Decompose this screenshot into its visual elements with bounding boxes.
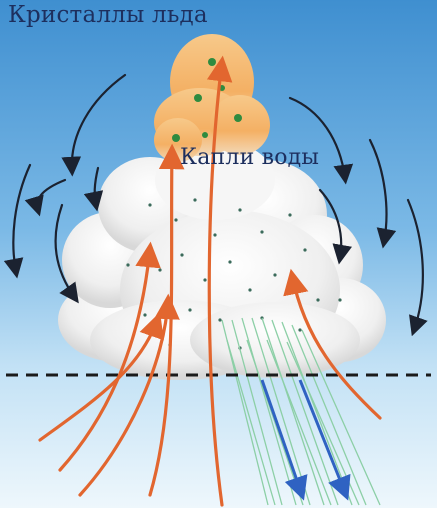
ice-crystals-label: Кристаллы льда (8, 2, 208, 28)
water-drops-label: Капли воды (180, 145, 319, 170)
